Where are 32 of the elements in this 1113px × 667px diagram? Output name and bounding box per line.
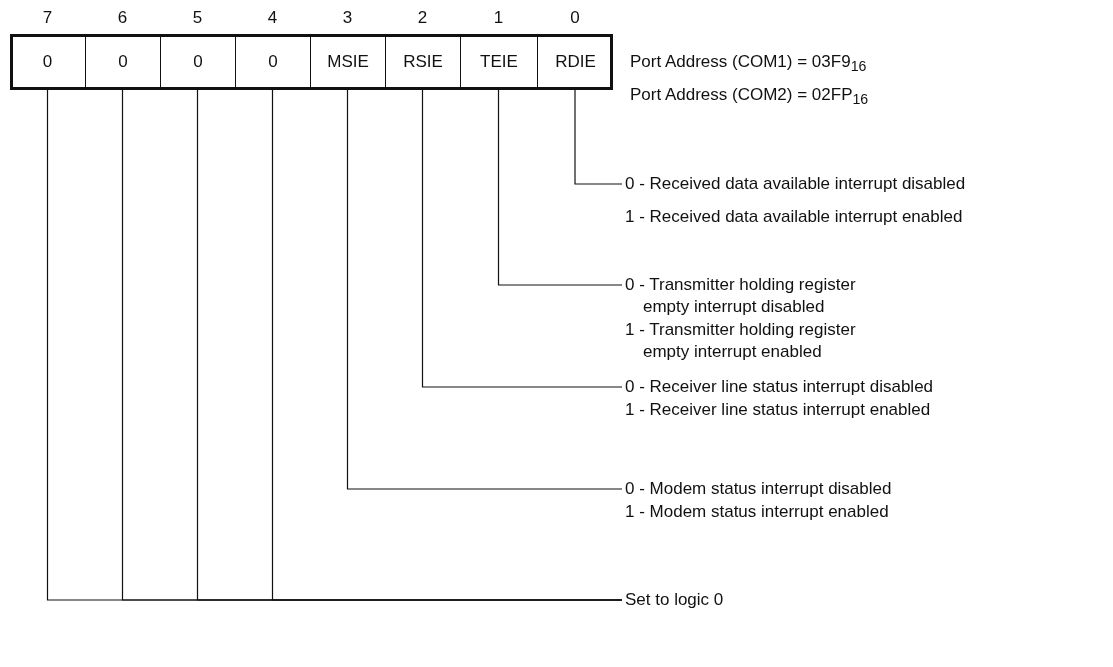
bit-number: 0 (569, 8, 581, 28)
setting-description: 0 - Received data available interrupt disabled (625, 173, 966, 195)
setting-description: 1 - Transmitter holding register empty interrupt enabled (625, 319, 857, 363)
bit-number: 7 (41, 8, 54, 28)
setting-description: 0 - Transmitter holding register empty interrupt disabled (625, 274, 857, 318)
bit-number: 2 (416, 8, 429, 28)
leader-line (271, 89, 623, 601)
setting-description: 1 - Modem status interrupt enabled (625, 501, 890, 523)
bit-number: 1 (492, 8, 505, 28)
bit-name: MSIE (327, 52, 369, 72)
bit-name: 0 (118, 52, 128, 72)
bit-name: 0 (268, 52, 278, 72)
bit-name: TEIE (480, 52, 518, 72)
leader-line (497, 89, 623, 286)
port-address-note: Port Address (COM1) = 03F9$_{16}$ (630, 52, 867, 75)
bit-name: 0 (193, 52, 203, 72)
setting-description: 0 - Modem status interrupt disabled (625, 478, 892, 500)
leader-line (346, 89, 623, 490)
setting-description: 1 - Received data available interrupt enabled (625, 206, 964, 228)
leader-line (421, 89, 623, 388)
bit-name: RDIE (555, 52, 596, 72)
bit-name: 0 (42, 52, 53, 72)
bit-number: 6 (116, 8, 129, 28)
port-address-note: Port Address (COM2) = 02FP$_{16}$ (630, 85, 869, 108)
bit-number: 5 (191, 8, 204, 28)
setting-description: 1 - Receiver line status interrupt enabled (625, 399, 932, 421)
setting-description: 0 - Receiver line status interrupt disabled (625, 376, 934, 398)
setting-description: Set to logic 0 (625, 589, 724, 611)
leader-line (574, 89, 623, 185)
bit-number: 3 (341, 8, 354, 28)
bit-name: RSIE (403, 52, 443, 72)
bit-number: 4 (266, 8, 279, 28)
